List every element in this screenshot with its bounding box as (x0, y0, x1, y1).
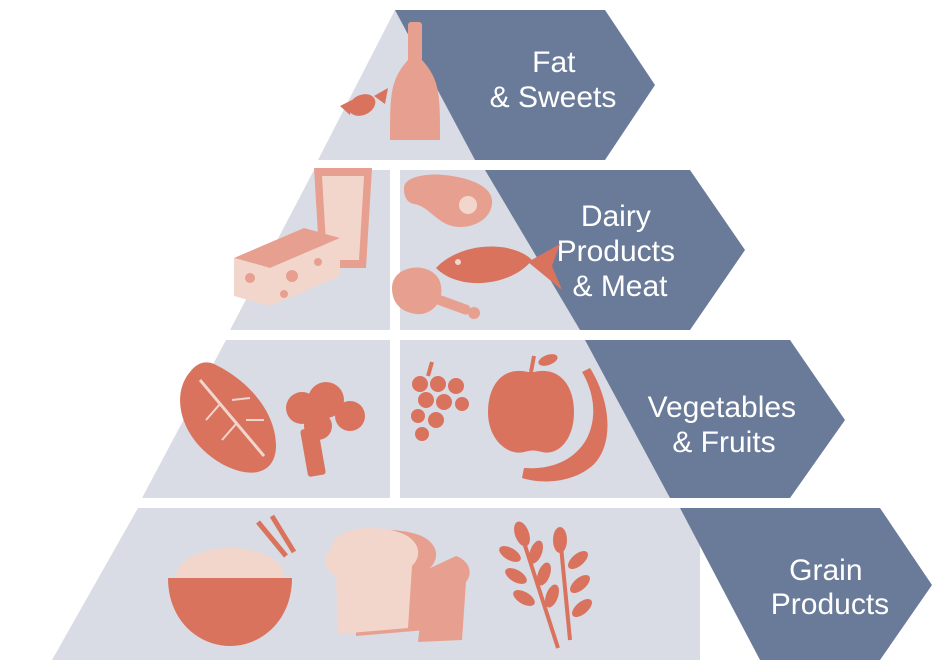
label-grain-line-2: Products (771, 588, 889, 621)
chicken-leg-icon (392, 267, 480, 319)
label-dairy-meat-line-2: Products (557, 235, 675, 268)
label-dairy-meat: Dairy Products & Meat (557, 200, 684, 303)
label-vegetables-fruits: Vegetables & Fruits (648, 391, 805, 459)
label-arrow-grain (680, 508, 932, 660)
steak-icon (404, 174, 493, 228)
rice-bowl-icon (168, 514, 297, 646)
cheese-icon (234, 228, 340, 306)
label-grain: Grain Products (771, 554, 889, 621)
tier-label-arrows (395, 10, 932, 660)
label-fat-sweets-line-2: & Sweets (490, 81, 617, 114)
oil-bottle-icon (390, 22, 440, 140)
label-vegetables-fruits-line-1: Vegetables (648, 391, 796, 424)
label-dairy-meat-line-1: Dairy (581, 200, 651, 233)
grapes-icon (411, 361, 469, 441)
label-arrow-dairy-meat (485, 170, 745, 330)
apple-icon (488, 354, 574, 453)
banana-icon (522, 368, 608, 482)
bread-icon (324, 528, 470, 642)
label-grain-line-1: Grain (789, 554, 862, 587)
lettuce-leaf-icon (180, 362, 276, 473)
candy-icon (340, 88, 388, 116)
label-vegetables-fruits-line-2: & Fruits (672, 426, 775, 459)
label-dairy-meat-line-3: & Meat (572, 270, 668, 303)
label-fat-sweets: Fat & Sweets (490, 46, 617, 114)
broccoli-icon (286, 382, 365, 477)
label-fat-sweets-line-1: Fat (532, 46, 576, 79)
label-arrow-fat-sweets (395, 10, 655, 160)
label-arrow-vegetables-fruits (585, 340, 845, 498)
wheat-icon (499, 521, 592, 649)
fish-icon (436, 244, 562, 290)
